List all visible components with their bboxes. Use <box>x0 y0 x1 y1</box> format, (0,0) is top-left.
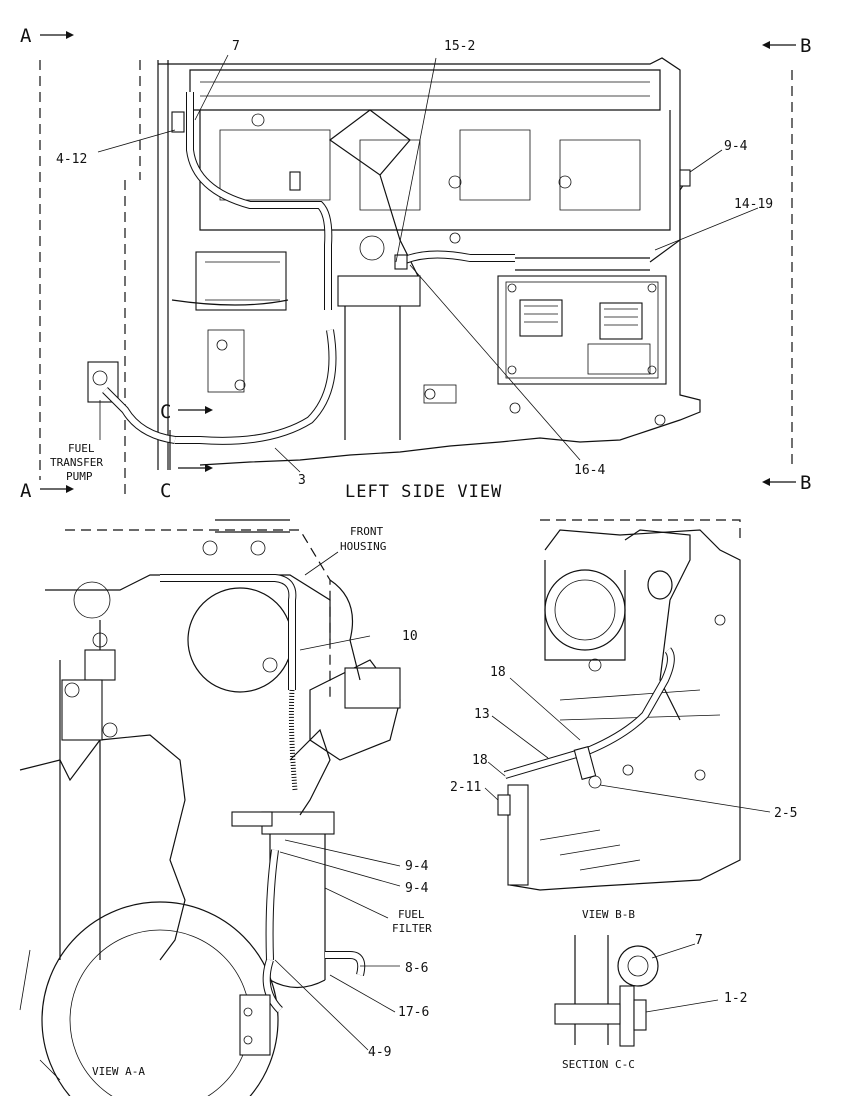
label-fuel-transfer-pump-line3: PUMP <box>66 470 93 483</box>
svg-text:C: C <box>160 480 171 502</box>
callout-9-4-lower: 9-4 <box>405 881 429 896</box>
title-view-b-b: VIEW B-B <box>582 908 635 921</box>
callout-4-9: 4-9 <box>368 1045 391 1060</box>
section-marker-c-bottom: C <box>160 464 213 502</box>
callout-16-4: 16-4 <box>574 463 605 478</box>
view-b-b: 18 13 18 2-11 2-5 VIEW B-B <box>450 519 797 921</box>
callout-15-2: 15-2 <box>444 39 475 54</box>
title-left-side-view: LEFT SIDE VIEW <box>345 482 502 502</box>
label-fuel-filter-line1: FUEL <box>398 908 425 921</box>
callout-17-6: 17-6 <box>398 1005 429 1020</box>
callout-2-5: 2-5 <box>774 806 797 821</box>
section-marker-c-top: C <box>160 401 213 423</box>
section-marker-a-top: A <box>20 25 74 47</box>
callout-3: 3 <box>298 473 306 488</box>
callout-2-11: 2-11 <box>450 780 481 795</box>
svg-text:B: B <box>800 472 811 494</box>
callout-1-2: 1-2 <box>724 991 747 1006</box>
callout-18-upper: 18 <box>490 665 506 680</box>
callout-9-4-upper: 9-4 <box>405 859 429 874</box>
callout-7-section-c: 7 <box>695 933 703 948</box>
svg-text:A: A <box>20 25 32 47</box>
callout-13: 13 <box>474 707 490 722</box>
label-front-housing-line1: FRONT <box>350 525 383 538</box>
left-side-view: C C 7 15-2 4-12 9-4 14-19 16-4 3 FUEL TR… <box>50 39 773 502</box>
view-a-a: FRONT HOUSING 10 9-4 9-4 FUEL FILTER 8-6… <box>19 519 432 1096</box>
svg-text:B: B <box>800 35 811 57</box>
title-section-c-c: SECTION C-C <box>562 1058 635 1071</box>
callout-8-6: 8-6 <box>405 961 428 976</box>
section-c-c: 7 1-2 SECTION C-C <box>554 933 747 1071</box>
section-marker-a-bottom: A <box>20 480 74 502</box>
title-view-a-a: VIEW A-A <box>92 1065 145 1078</box>
svg-text:A: A <box>20 480 32 502</box>
svg-text:C: C <box>160 401 171 423</box>
callout-18-lower: 18 <box>472 753 488 768</box>
label-fuel-transfer-pump-line1: FUEL <box>68 442 95 455</box>
label-front-housing-line2: HOUSING <box>340 540 386 553</box>
callout-14-19: 14-19 <box>734 197 773 212</box>
callout-10: 10 <box>402 629 418 644</box>
callout-4-12: 4-12 <box>56 152 87 167</box>
label-fuel-transfer-pump-line2: TRANSFER <box>50 456 103 469</box>
callout-7: 7 <box>232 39 240 54</box>
label-fuel-filter-line2: FILTER <box>392 922 432 935</box>
section-marker-b-bottom: B <box>762 472 811 494</box>
section-marker-b-top: B <box>762 35 811 57</box>
callout-9-4: 9-4 <box>724 139 748 154</box>
ecm-module <box>497 275 667 385</box>
